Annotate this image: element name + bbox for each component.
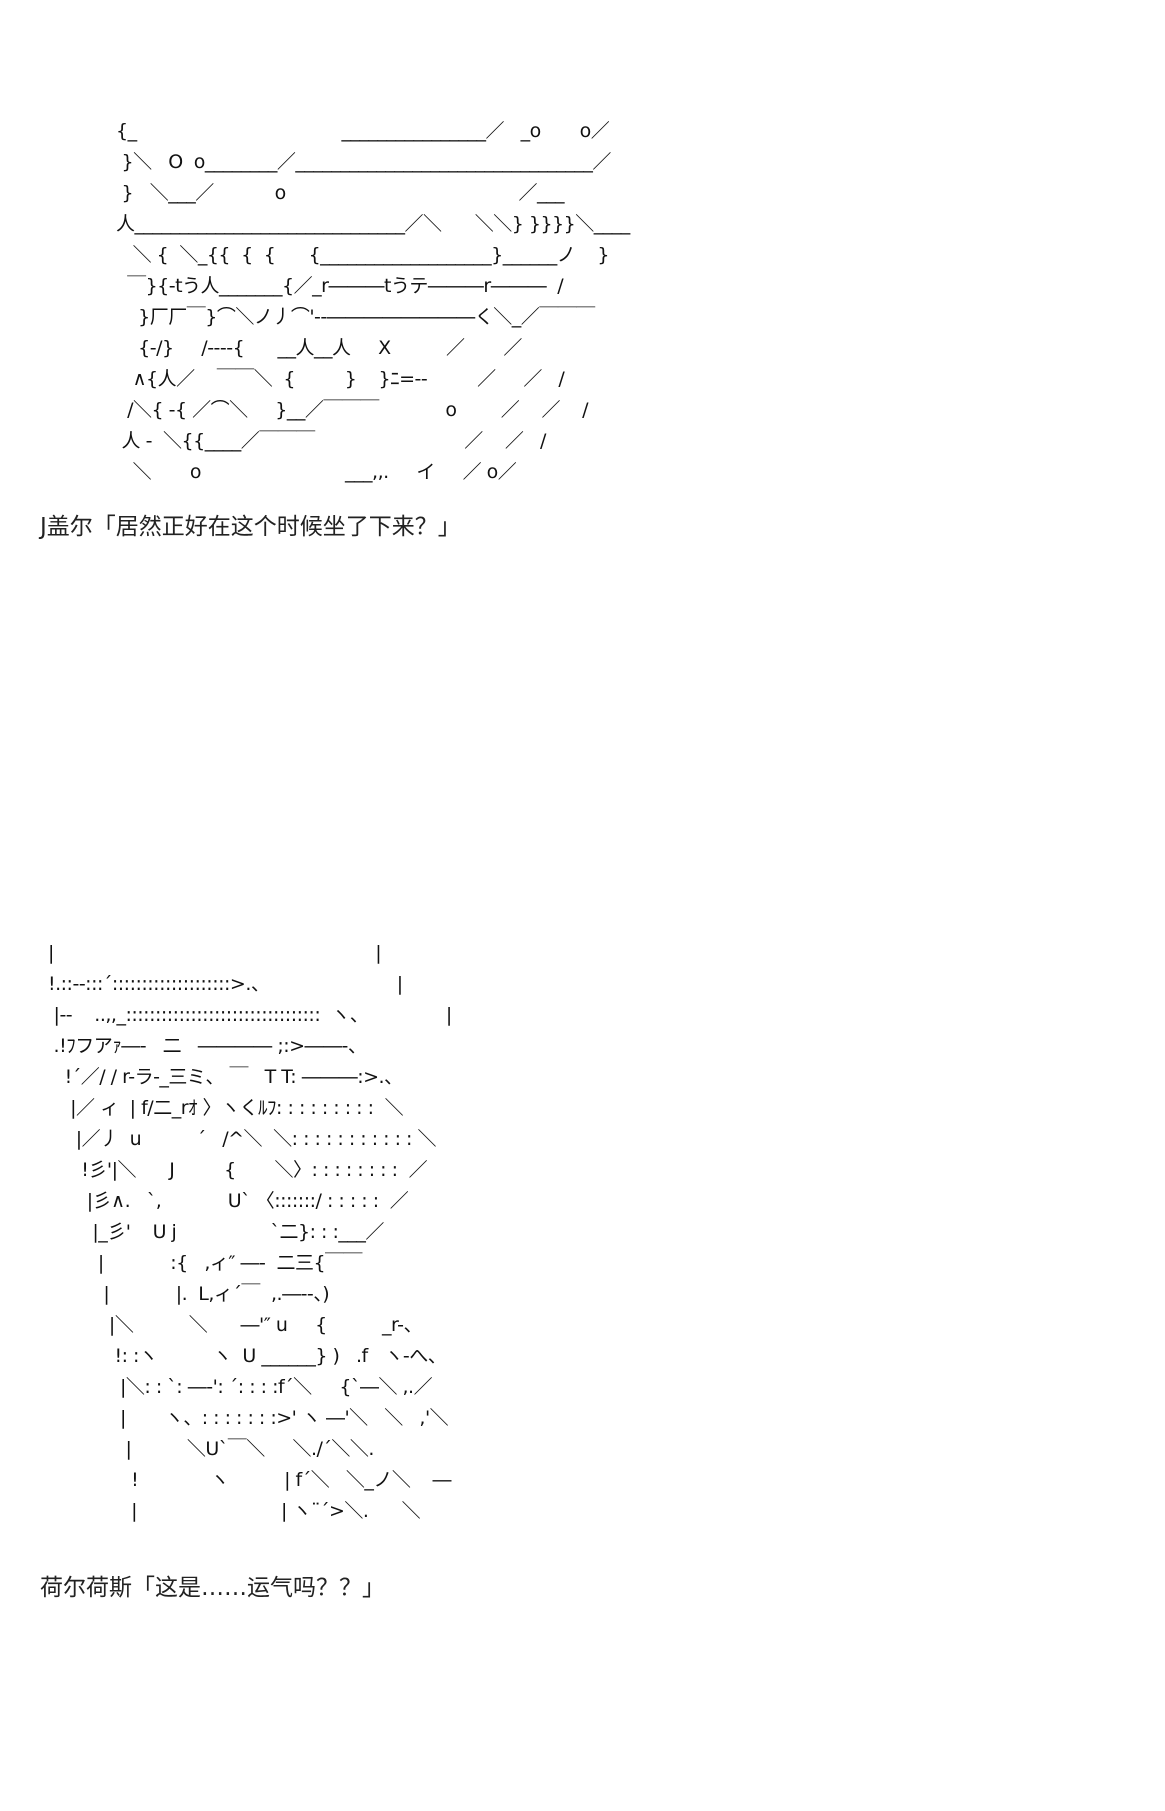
ascii-art-line: |＼ ＼ ―'″ u { _r-、 (48, 1314, 423, 1336)
ascii-art-line: !.::‐‐:::´::::::::::::::::::::>.、 | (48, 973, 403, 995)
ascii-art-line: | ヽ、: : : : : : :>' ヽ ―'＼ ＼ ,'＼ (48, 1407, 449, 1429)
ascii-art-line: !彡'|＼ J { ＼〉: : : : : : : : ／ (48, 1159, 428, 1181)
ascii-art-line: | :{ ,ィ″ ―- 二三{￣￣ (48, 1252, 363, 1274)
ascii-art-line: |／丿 u ´ /^＼ ＼: : : : : : : : : : : ＼ (48, 1128, 437, 1150)
ascii-art-line: ＼ { ＼_{{ { { {___________________}______… (116, 244, 610, 266)
ascii-art-line: ￣}{-tう人_______{／_r―――tうテ―――r――― / (116, 275, 564, 297)
ascii-art-line: 人 - ＼{{____／￣￣￣ ／ ／ / (116, 430, 547, 452)
ascii-art-line: {_ ________________／ _o o／ (116, 120, 610, 142)
ascii-art-line: }厂厂￣}⌒＼ノ丿⌒'-‐――――――――く＼_／￣￣￣ (116, 306, 595, 328)
ascii-art-line: /＼{ -{ ／⌒＼ }__／￣￣￣ o ／ ／ / (116, 399, 589, 421)
ascii-art-line: | | ヽ¨´>＼. ＼ (48, 1500, 421, 1522)
ascii-art-line: | ＼U`￣＼ ＼./´＼＼. (48, 1438, 375, 1460)
ascii-art-scene-1: {_ ________________／ _o o／ }＼ O o_______… (116, 116, 630, 488)
ascii-art-line: !´／/ / r-ラ-_三ミ、 ￣ T T: ―――:>.、 (48, 1066, 403, 1088)
ascii-art-line: |-- ..,,_:::::::::::::::::::::::::::::::… (48, 1004, 453, 1026)
dialogue-caption-1: J盖尔「居然正好在这个时候坐了下来？」 (40, 514, 461, 540)
ascii-art-line: |／ ィ | f/二_rｵ 〉ヽくﾙﾌ: : : : : : : : : ＼ (48, 1097, 404, 1119)
ascii-art-line: ! ヽ | f´＼ ＼_ノ＼ ― (48, 1469, 452, 1491)
ascii-art-line: ＼ o ___,,. イ ／ o／ (116, 461, 517, 483)
ascii-art-line: .!ﾌフアｧ―- 二 ―――― ;:>――-、 (48, 1035, 367, 1057)
ascii-art-line: 人______________________________／＼ ＼＼} }}… (116, 213, 630, 235)
ascii-art-line: | | (48, 942, 382, 964)
ascii-art-line: | |. L,ィ´￣ ,.―--、) (48, 1283, 330, 1305)
ascii-art-line: |彡∧. `, U` 〈:::::::/ : : : : : ／ (48, 1190, 409, 1212)
ascii-art-line: |_彡' U j `二}: : :___／ (48, 1221, 384, 1243)
ascii-art-scene-2: | |!.::‐‐:::´::::::::::::::::::::>.、 | |… (48, 938, 452, 1527)
ascii-art-line: |＼: : `: ―-': ´: : : :f´＼ {`―＼ ,.／ (48, 1376, 433, 1398)
ascii-art-line: ∧{人／ ￣￣＼ { } }ﾆ=-- ／ ／ / (116, 368, 565, 390)
ascii-art-line: } ＼___／ o ／___ (116, 182, 565, 204)
ascii-art-line: {-/} /----{ __人__人 X ／ ／ (116, 337, 522, 359)
dialogue-caption-2: 荷尔荷斯「这是……运气吗？？」 (40, 1575, 385, 1601)
ascii-art-line: }＼ O o________／_________________________… (116, 151, 612, 173)
ascii-art-line: !: :ヽ ヽ U ______} ) .f ヽ-へ、 (48, 1345, 447, 1367)
